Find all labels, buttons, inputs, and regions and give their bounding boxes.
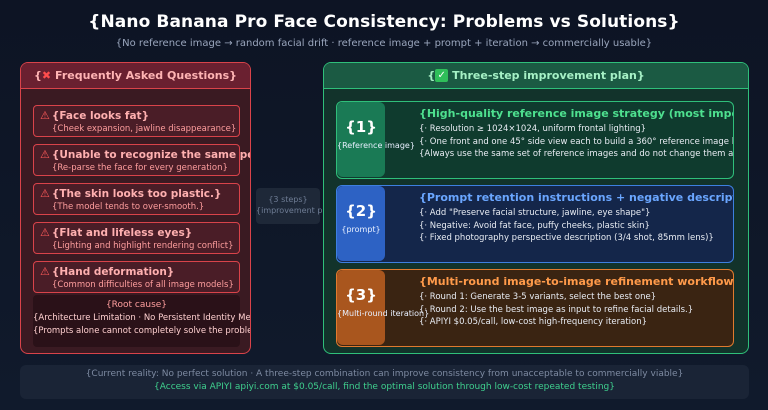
footer-reality-text: {Current reality: No perfect solution · … [85,369,684,379]
step-bullet: {· Resolution ≥ 1024×1024, uniform front… [419,124,647,134]
step-number: {2} [345,202,377,220]
plan-header-prefix: { [427,69,436,82]
faq-header-prefix: { [33,69,42,82]
step-bullet: {· Negative: Avoid fat face, puffy cheek… [419,220,650,231]
root-cause-line: {Prompts alone cannot completely solve t… [33,326,251,336]
step-badge-label: {Reference image} [337,141,415,150]
root-cause-title: {Root cause} [105,300,168,310]
step-bullet: {· Fixed photography perspective descrip… [419,233,714,243]
problem-item: ⚠{Face looks fat} {Cheek expansion, jawl… [33,105,240,137]
step-body: {Prompt retention instructions + negativ… [419,191,734,245]
warning-icon: ⚠ [40,265,50,278]
plan-header: { ✓ Three-step improvement plan} [324,63,748,89]
step-badge: {1} {Reference image} [337,102,415,177]
step-bullet: {· One front and one 45° side view each … [419,136,734,147]
step-badge: {3} {Multi-round iteration} [337,270,430,345]
step-bullet: {· APIYI $0.05/call, low-cost high-frequ… [419,317,648,327]
step-body: {Multi-round image-to-image refinement w… [419,275,734,329]
connector-label: {3 steps} {improvement plan} [256,188,340,224]
warning-icon: ⚠ [40,187,50,200]
step-number: {1} [345,118,377,136]
warning-icon: ⚠ [40,109,50,122]
plan-panel: { ✓ Three-step improvement plan} {1} {Re… [323,62,749,354]
footer-note: {Current reality: No perfect solution · … [20,365,749,399]
problem-desc: {Lighting and highlight rendering confli… [52,241,234,251]
problem-title: {Hand deformation} [51,265,175,278]
check-mark-icon: ✓ [435,69,449,82]
page-title: {Nano Banana Pro Face Consistency: Probl… [88,12,680,32]
warning-icon: ⚠ [40,226,50,239]
problem-item: ⚠{Unable to recognize the same person wh… [33,144,250,176]
problem-item: ⚠{Flat and lifeless eyes} {Lighting and … [33,222,240,254]
warning-icon: ⚠ [40,148,50,161]
problem-item: ⚠{The skin looks too plastic.} {The mode… [33,183,240,215]
problem-desc: {The model tends to over-smooth.} [52,202,205,212]
step-bullet: {· Round 2: Use the best image as input … [419,304,694,315]
step-badge: {2} {prompt} [337,186,385,261]
step-bullet: {Always use the same set of reference im… [419,149,734,159]
step-number: {3} [345,286,377,304]
problem-title: {Unable to recognize the same person whe… [51,148,250,161]
connector-line: {improvement plan} [256,206,340,215]
step-bullet: {· Round 1: Generate 3-5 variants, selec… [419,292,657,302]
problem-desc: {Re-parse the face for every generation} [52,163,228,173]
faq-header-label: Frequently Asked Questions} [55,69,237,82]
step-badge-label: {Multi-round iteration} [337,309,430,318]
connector-line: {3 steps} [268,195,308,204]
root-cause-box: {Root cause} {Architecture Limitation · … [33,295,251,347]
plan-header-label: Three-step improvement plan} [452,69,645,82]
step-badge-label: {prompt} [341,225,381,234]
step-card: {3} {Multi-round iteration} {Multi-round… [336,269,734,347]
cross-mark-icon: ✖ [41,69,52,82]
step-title: {High-quality reference image strategy (… [419,107,733,120]
step-bullet: {· Add "Preserve facial structure, jawli… [419,208,651,218]
faq-panel: { ✖ Frequently Asked Questions} ⚠{Face l… [20,62,251,354]
problem-title: {Flat and lifeless eyes} [51,226,193,239]
step-title: {Multi-round image-to-image refinement w… [419,275,734,288]
step-body: {High-quality reference image strategy (… [419,107,734,161]
step-card: {1} {Reference image} {High-quality refe… [336,101,734,179]
step-title: {Prompt retention instructions + negativ… [419,191,734,204]
problem-desc: {Cheek expansion, jawline disappearance} [52,124,237,134]
problem-item: ⚠{Hand deformation} {Common difficulties… [33,261,240,293]
footer-access-text: {Access via APIYI apiyi.com at $0.05/cal… [154,382,615,392]
page-subtitle: {No reference image → random facial drif… [115,38,653,49]
problem-title: {Face looks fat} [51,109,150,122]
problem-title: {The skin looks too plastic.} [51,187,222,200]
problem-desc: {Common difficulties of all image models… [52,280,234,290]
step-card: {2} {prompt} {Prompt retention instructi… [336,185,734,263]
root-cause-line: {Architecture Limitation · No Persistent… [33,313,251,323]
faq-header: { ✖ Frequently Asked Questions} [21,63,250,89]
